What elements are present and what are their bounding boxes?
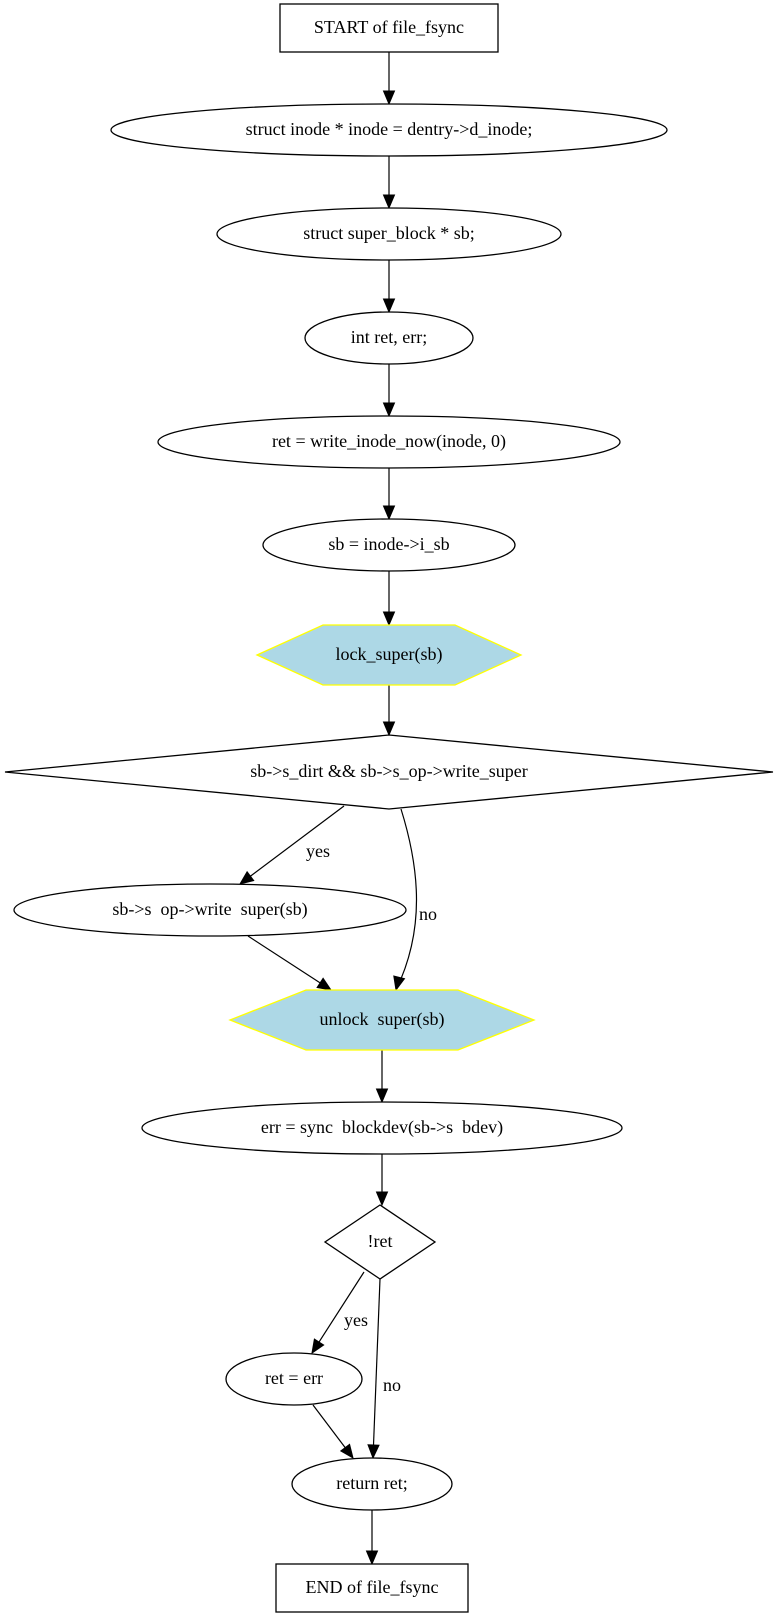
arrowhead-icon xyxy=(238,870,255,885)
hexagon-shape xyxy=(228,989,536,1051)
arrowhead-icon xyxy=(382,194,396,210)
node-label: err = sync blockdev(sb->s bdev) xyxy=(261,1117,503,1138)
node-n1: struct inode * inode = dentry->d_inode; xyxy=(110,103,668,157)
node-label: ret = err xyxy=(265,1368,323,1388)
node-label: unlock super(sb) xyxy=(320,1009,445,1030)
arrowhead-icon xyxy=(382,90,396,106)
box-shape xyxy=(279,3,499,53)
node-label: struct super_block * sb; xyxy=(303,223,474,243)
node-label: ret = write_inode_now(inode, 0) xyxy=(272,431,506,452)
edge-line xyxy=(395,808,418,991)
edge-d1-to-n8: no xyxy=(393,808,437,992)
diamond-shape xyxy=(4,734,774,810)
node-n7: sb->s op->write super(sb) xyxy=(13,883,407,937)
edge-n7-to-n8 xyxy=(247,935,333,991)
hexagon-shape xyxy=(255,624,523,686)
ellipse-shape xyxy=(13,883,407,937)
edge-label-yes: yes xyxy=(344,1310,368,1330)
arrowhead-icon xyxy=(382,505,396,521)
ellipse-shape xyxy=(216,207,562,261)
edge-label-no: no xyxy=(419,904,437,924)
edge-line xyxy=(247,805,345,879)
arrowhead-icon xyxy=(382,611,396,627)
node-d1: sb->s_dirt && sb->s_op->write_super xyxy=(4,734,774,810)
arrowhead-icon xyxy=(365,1550,379,1566)
node-n8: unlock super(sb) xyxy=(228,989,536,1051)
node-label: sb->s_dirt && sb->s_op->write_super xyxy=(250,761,527,781)
ellipse-shape xyxy=(225,1352,363,1406)
edge-n10-to-n11 xyxy=(312,1404,354,1460)
ellipse-shape xyxy=(291,1457,453,1511)
arrowhead-icon xyxy=(339,1443,354,1460)
edge-n3-to-n4 xyxy=(382,364,396,418)
edge-n2-to-n3 xyxy=(382,260,396,314)
arrowhead-icon xyxy=(382,402,396,418)
edge-n9-to-d2 xyxy=(375,1154,389,1207)
node-n4: ret = write_inode_now(inode, 0) xyxy=(157,415,621,469)
edge-n8-to-n9 xyxy=(375,1050,389,1104)
node-label: return ret; xyxy=(336,1473,407,1493)
node-n3: int ret, err; xyxy=(304,311,474,365)
node-start: START of file_fsync xyxy=(279,3,499,53)
edge-n4-to-n5 xyxy=(382,468,396,521)
arrowhead-icon xyxy=(375,1088,389,1104)
node-n10: ret = err xyxy=(225,1352,363,1406)
ellipse-shape xyxy=(110,103,668,157)
edge-n6-to-d1 xyxy=(382,685,396,737)
arrowhead-icon xyxy=(367,1444,380,1460)
edge-n11-to-end xyxy=(365,1510,379,1566)
node-n2: struct super_block * sb; xyxy=(216,207,562,261)
node-label: lock_super(sb) xyxy=(336,644,443,665)
node-d2: !ret xyxy=(323,1204,437,1280)
arrowhead-icon xyxy=(375,1191,389,1207)
edge-line xyxy=(312,1404,348,1451)
box-shape xyxy=(275,1563,469,1613)
edge-line xyxy=(316,1271,365,1345)
edge-d2-to-n10: yes xyxy=(311,1271,368,1355)
node-n6: lock_super(sb) xyxy=(255,624,523,686)
edge-n5-to-n6 xyxy=(382,571,396,627)
node-label: int ret, err; xyxy=(351,327,427,347)
diamond-shape xyxy=(323,1204,437,1280)
edge-line xyxy=(247,935,323,986)
node-label: END of file_fsync xyxy=(306,1577,439,1597)
node-n11: return ret; xyxy=(291,1457,453,1511)
node-n9: err = sync blockdev(sb->s bdev) xyxy=(141,1101,623,1155)
edge-n1-to-n2 xyxy=(382,156,396,210)
node-label: START of file_fsync xyxy=(314,17,464,37)
node-label: sb = inode->i_sb xyxy=(328,534,449,554)
ellipse-shape xyxy=(304,311,474,365)
node-label: sb->s op->write super(sb) xyxy=(112,899,307,920)
edges-layer: yes no yes no xyxy=(238,52,437,1566)
node-n5: sb = inode->i_sb xyxy=(262,518,516,572)
node-label: struct inode * inode = dentry->d_inode; xyxy=(246,119,533,139)
edge-line xyxy=(372,1278,381,1449)
edge-label-yes: yes xyxy=(306,841,330,861)
node-label: !ret xyxy=(368,1231,393,1251)
edge-label-no: no xyxy=(383,1375,401,1395)
ellipse-shape xyxy=(157,415,621,469)
arrowhead-icon xyxy=(382,298,396,314)
node-end: END of file_fsync xyxy=(275,1563,469,1613)
arrowhead-icon xyxy=(311,1338,325,1355)
edge-d1-to-n7: yes xyxy=(238,805,345,885)
ellipse-shape xyxy=(141,1101,623,1155)
ellipse-shape xyxy=(262,518,516,572)
edge-d2-to-n11: no xyxy=(367,1278,401,1460)
edge-start-to-n1 xyxy=(382,52,396,106)
arrowhead-icon xyxy=(316,977,333,991)
arrowhead-icon xyxy=(382,721,396,737)
arrowhead-icon xyxy=(393,975,406,992)
